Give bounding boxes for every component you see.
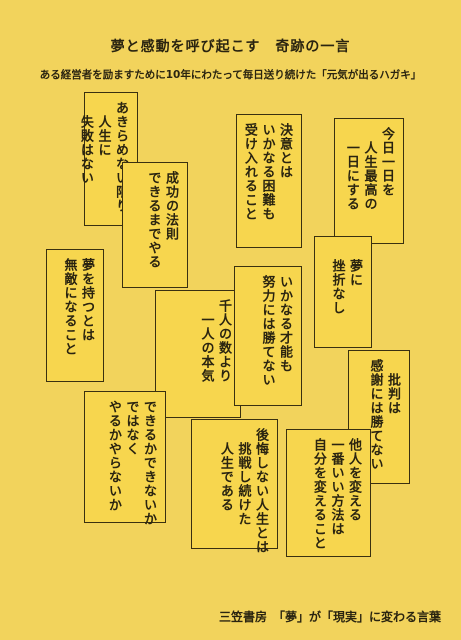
quote-card-no-regret: 後悔しない人生とは 挑戦し続けた 人生である (191, 419, 278, 554)
quote-card-dream-no-setback: 夢に 挫折なし (314, 236, 372, 348)
quote-card-today: 今日一日を 人生最高の 一日にする (334, 118, 404, 244)
quote-card-talent: いかなる才能も 努力には勝てない (234, 266, 302, 406)
page-subtitle: ある経営者を励ますために10年にわたって毎日送り続けた「元気が出るハガキ」 (39, 69, 422, 81)
publisher-footer: 三笠書房 「夢」が「現実」に変わる言葉 (218, 610, 441, 624)
quote-card-dream-invincible: 夢を持つとは 無敵になること (46, 249, 104, 382)
quote-card-resolve: 決意とは いかなる困難も 受け入れること (236, 114, 302, 248)
quote-card-one-person: 千人の数より 一人の本気 (155, 290, 241, 418)
page-title: 夢と感動を呼び起こす 奇跡の一言 (110, 39, 351, 55)
quote-card-give-up: あきらめない限り 人生に 失敗はない (78, 92, 138, 226)
quote-card-success: 成功の法則 できるまでやる (122, 162, 188, 288)
quote-card-can-or-do: できるかできないか ではなく やるかやらないか (84, 391, 166, 526)
quote-card-change-others: 他人を変える 一番いい方法は 自分を変えること (286, 429, 371, 557)
